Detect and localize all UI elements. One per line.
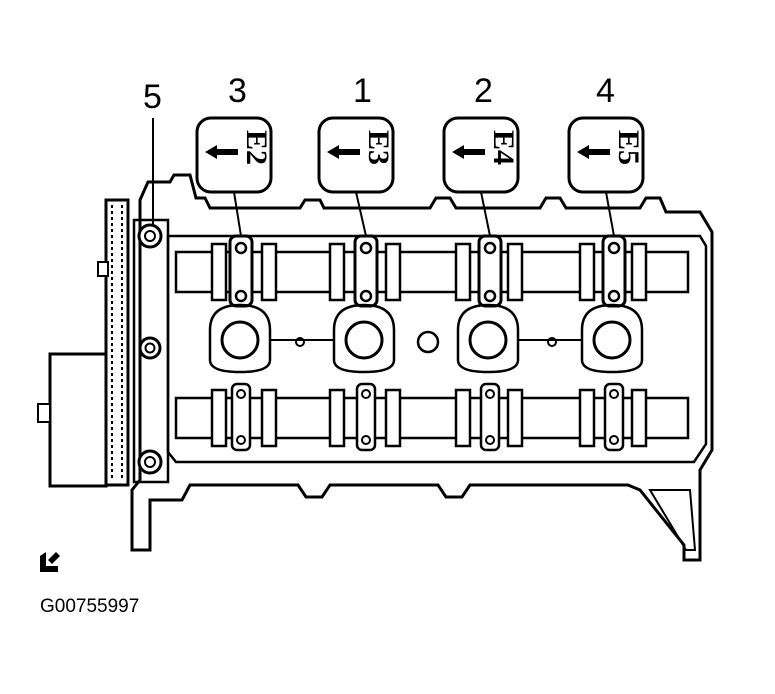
spark-plug-boss-3 [456, 303, 520, 374]
bearing-cap-lower-2 [355, 382, 377, 452]
front-bolt-lower [137, 449, 163, 475]
bearing-cap-lower-1 [230, 382, 252, 452]
bearing-cap-e4-upper [477, 234, 503, 308]
cap-label-e4: E4 [487, 130, 520, 165]
center-bolt-hole [416, 330, 440, 354]
cylinder-head-outline [130, 173, 714, 562]
cap-label-e3: E3 [362, 130, 395, 165]
bearing-cap-lower-4 [603, 382, 625, 452]
head-bracket-right [648, 489, 697, 551]
bearing-cap-e5-upper [601, 234, 627, 308]
spark-plug-boss-4 [580, 303, 644, 374]
sequence-number-1: 1 [353, 72, 372, 110]
camshaft-upper [174, 242, 690, 302]
callout-e5 [567, 116, 645, 237]
sequence-number-5: 5 [143, 78, 162, 116]
figure-code: G00755997 [40, 596, 140, 617]
callout-e3 [317, 116, 395, 237]
sequence-number-2: 2 [474, 72, 493, 110]
bearing-cap-lower-3 [479, 382, 501, 452]
cap-label-e5: E5 [612, 130, 645, 165]
bearing-cap-e2-upper [228, 234, 254, 308]
bearing-cap-e3-upper [353, 234, 379, 308]
front-bolt-5 [137, 223, 163, 249]
sequence-number-4: 4 [596, 72, 615, 110]
small-hole-right [547, 337, 557, 347]
spark-plug-boss-1 [208, 303, 272, 374]
spark-plug-boss-2 [332, 303, 396, 374]
callout-e4 [442, 116, 520, 237]
vvt-actuator-housing [37, 352, 108, 488]
cylinder-head-inner-outline [166, 234, 708, 464]
front-cover-plate [132, 218, 170, 484]
view-mark-icon [40, 552, 60, 572]
sequence-number-3: 3 [228, 72, 247, 110]
cap-label-e2: E2 [240, 130, 273, 165]
small-hole-left [295, 337, 305, 347]
timing-sprocket [97, 198, 130, 487]
callout-e2 [195, 116, 273, 237]
front-bolt-middle [138, 336, 162, 360]
camshaft-lower [174, 388, 690, 448]
